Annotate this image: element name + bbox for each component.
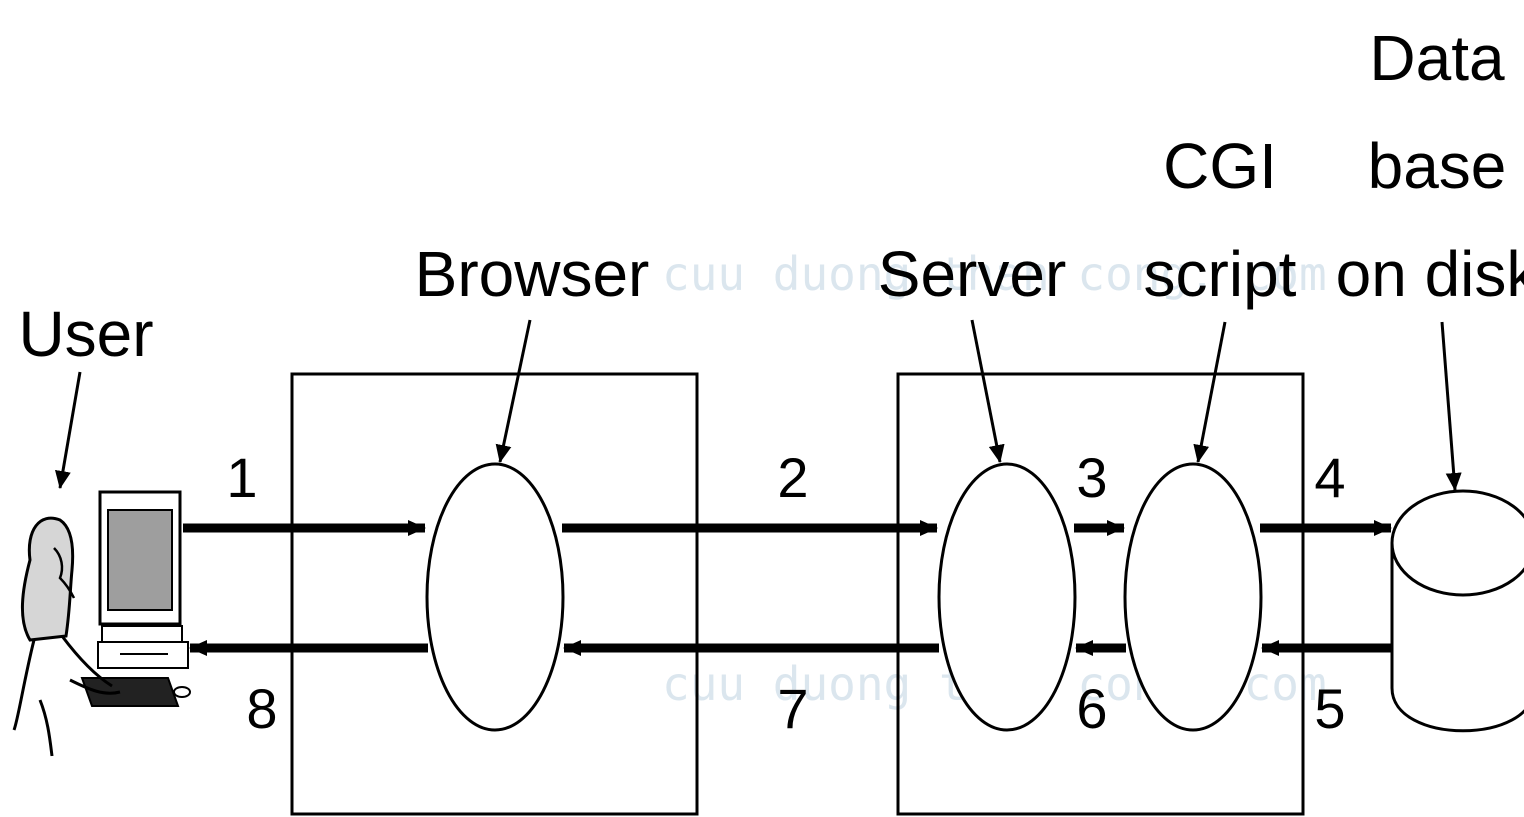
user-pointer-arrow xyxy=(55,371,82,489)
user-label: User xyxy=(18,298,153,370)
browser-process xyxy=(425,462,565,732)
step-number-1: 1 xyxy=(226,446,257,509)
client-machine-box xyxy=(290,372,699,816)
user-at-computer-icon xyxy=(12,490,191,757)
browser-label: Browser xyxy=(415,238,650,310)
cgi-script-process xyxy=(1123,462,1263,732)
step-number-4: 4 xyxy=(1314,446,1345,509)
step-number-8: 8 xyxy=(246,677,277,740)
cgi-label-line2: script xyxy=(1144,238,1297,310)
browser-pointer-arrow xyxy=(495,319,532,463)
server-machine-box xyxy=(896,372,1305,816)
step-number-2: 2 xyxy=(777,446,808,509)
watermark-text-top: cuu duong than cong. com xyxy=(662,247,1327,301)
step-number-5: 5 xyxy=(1314,677,1345,740)
step-number-6: 6 xyxy=(1076,677,1107,740)
server-label: Server xyxy=(878,238,1067,310)
database-label-line1: Data xyxy=(1369,22,1505,94)
database-pointer-arrow xyxy=(1440,321,1462,491)
database-label-line2: base xyxy=(1368,130,1507,202)
step-number-7: 7 xyxy=(777,677,808,740)
cgi-pointer-arrow xyxy=(1193,321,1227,463)
server-process xyxy=(937,462,1077,732)
database-label-line3: on disk xyxy=(1336,238,1524,310)
server-pointer-arrow xyxy=(970,319,1005,463)
step-number-3: 3 xyxy=(1076,446,1107,509)
cgi-label-line1: CGI xyxy=(1163,130,1277,202)
database-cylinder-icon xyxy=(1390,489,1524,733)
